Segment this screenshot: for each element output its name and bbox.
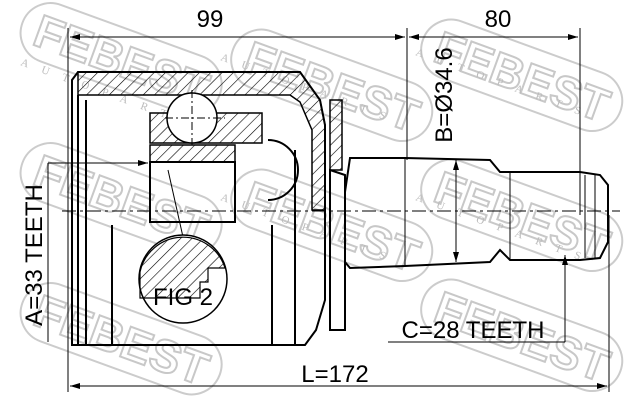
dim-shaft-length: 80 <box>485 6 512 33</box>
shaft <box>344 157 609 270</box>
dim-teeth-c: C=28 TEETH <box>402 317 545 344</box>
dim-teeth-a: A=33 TEETH <box>21 184 48 326</box>
fig2-detail: FIG 2 <box>138 169 228 324</box>
housing <box>71 71 326 346</box>
dim-diameter: B=Ø34.6 <box>431 47 458 142</box>
dim-housing-length: 99 <box>197 6 224 33</box>
fig2-label: FIG 2 <box>153 284 213 311</box>
dim-total-length: L=172 <box>301 361 368 388</box>
